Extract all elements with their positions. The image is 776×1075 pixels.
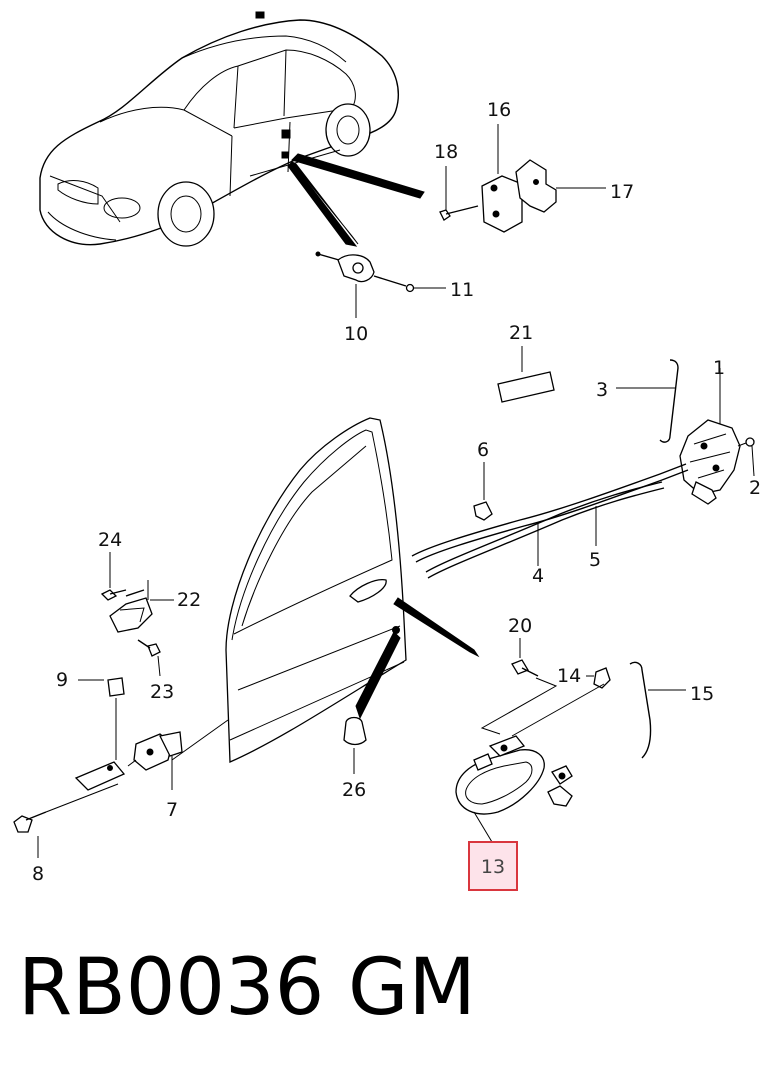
callout-3: 3 xyxy=(596,379,608,401)
screw-11 xyxy=(373,275,446,293)
callout-14: 14 xyxy=(557,665,581,687)
bolt-20 xyxy=(480,638,558,735)
car-illustration xyxy=(39,11,400,247)
callout-4: 4 xyxy=(532,565,544,587)
callout-26: 26 xyxy=(342,779,366,801)
exploded-parts-diagram: 16 18 17 11 10 21 1 3 6 2 5 4 24 22 20 2… xyxy=(13,11,761,885)
lock-linkage-2 xyxy=(691,437,755,505)
door-handle-13 xyxy=(455,735,573,843)
callout-7: 7 xyxy=(166,799,178,821)
clip-6 xyxy=(473,462,493,521)
callout-24: 24 xyxy=(98,529,122,551)
hinge-7 xyxy=(133,719,229,790)
callout-10: 10 xyxy=(344,323,368,345)
cable-5 xyxy=(425,481,665,579)
hinge-plate-16 xyxy=(481,124,523,233)
brand-name: GM xyxy=(348,943,476,1033)
bumper-26 xyxy=(343,716,367,774)
callout-23: 23 xyxy=(150,681,174,703)
callout-16: 16 xyxy=(487,99,511,121)
hinge-plate-17 xyxy=(515,159,606,213)
clip-14 xyxy=(511,667,611,737)
bracket-8 xyxy=(13,759,137,858)
pad-21 xyxy=(497,346,555,403)
door-lock-1 xyxy=(679,368,741,495)
callout-21: 21 xyxy=(509,322,533,344)
part-code: RB0036 xyxy=(18,943,325,1033)
rod-15 xyxy=(629,661,686,759)
bolt-23 xyxy=(137,639,161,677)
callout-5: 5 xyxy=(589,549,601,571)
callout-6: 6 xyxy=(477,439,489,461)
callout-15: 15 xyxy=(690,683,714,705)
callout-13: 13 xyxy=(481,856,505,878)
rod-3 xyxy=(616,359,679,443)
highlighted-part-callout: 13 xyxy=(468,841,518,891)
callout-8: 8 xyxy=(32,863,44,885)
footer-caption: RB0036 GM xyxy=(18,938,758,1048)
callout-9: 9 xyxy=(56,669,68,691)
callout-17: 17 xyxy=(610,181,634,203)
front-door xyxy=(225,417,407,763)
bolt-24 xyxy=(100,552,127,601)
bolt-9 xyxy=(78,677,125,760)
callout-1: 1 xyxy=(713,357,725,379)
door-check-10 xyxy=(315,251,375,318)
bolt-18 xyxy=(439,166,479,221)
cable-4 xyxy=(411,463,689,566)
hinge-22 xyxy=(109,580,174,633)
callout-2: 2 xyxy=(749,477,761,499)
callout-20: 20 xyxy=(508,615,532,637)
callout-22: 22 xyxy=(177,589,201,611)
callout-11: 11 xyxy=(450,279,474,301)
callout-18: 18 xyxy=(434,141,458,163)
